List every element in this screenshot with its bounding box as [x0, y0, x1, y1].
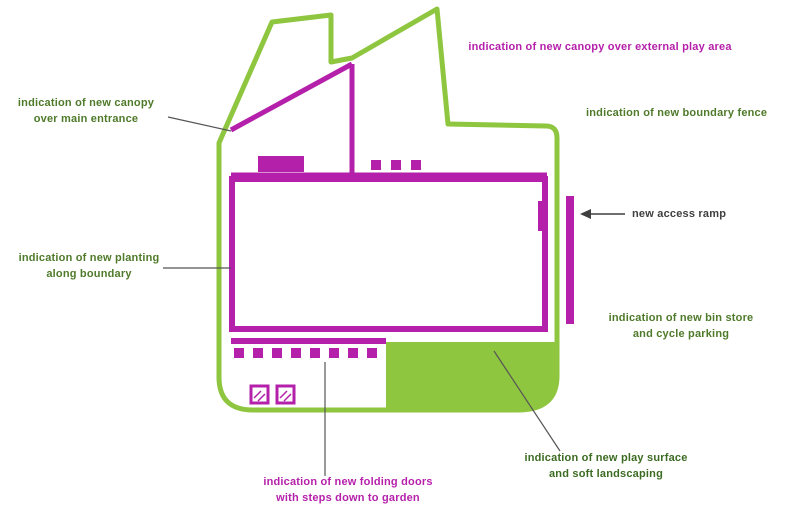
label-canopy-roof: indication of new canopy over external p…: [465, 40, 735, 56]
side-door-marker: [538, 201, 546, 231]
label-play-surface-line1: indication of new play surface: [524, 452, 688, 464]
site-boundary-outline: [216, 6, 560, 413]
play-area-fill: [386, 342, 557, 410]
label-canopy-roof-line1: indication of new canopy over external p…: [468, 41, 732, 53]
label-planting-line1: indication of new planting: [18, 252, 160, 264]
label-planting: indication of new planting along boundar…: [8, 251, 170, 283]
label-bin-store-line2: and cycle parking: [632, 327, 730, 340]
leader-line-play-surface: [493, 350, 561, 452]
label-boundary-fence-line1: indication of new boundary fence: [586, 107, 768, 119]
label-boundary-fence: indication of new boundary fence: [586, 106, 768, 122]
label-entrance-canopy: indication of new canopy over main entra…: [0, 96, 172, 128]
door-leaf-marker: [310, 348, 320, 358]
label-folding-doors-line2: with steps down to garden: [276, 491, 420, 504]
door-leaf-marker: [291, 348, 301, 358]
label-play-surface-line2: and soft landscaping: [548, 467, 663, 480]
rooflight-symbol: [249, 384, 270, 405]
column-marker: [371, 160, 381, 170]
label-ramp: new access ramp: [632, 207, 772, 223]
door-leaf-marker: [367, 348, 377, 358]
label-bin-store-line1: indication of new bin store: [608, 312, 754, 324]
door-leaf-marker: [329, 348, 339, 358]
column-marker: [391, 160, 401, 170]
entrance-step-block: [258, 156, 304, 172]
arrowhead-ramp: [580, 209, 591, 219]
label-entrance-canopy-line1: indication of new canopy: [17, 97, 155, 109]
label-folding-doors: indication of new folding doors with ste…: [250, 475, 446, 507]
label-ramp-line1: new access ramp: [632, 208, 727, 220]
label-folding-doors-line1: indication of new folding doors: [263, 476, 433, 488]
label-bin-store: indication of new bin store and cycle pa…: [602, 311, 760, 343]
column-marker: [411, 160, 421, 170]
rooflight-symbol: [275, 384, 296, 405]
main-building-outline: [229, 176, 548, 332]
door-leaf-marker: [253, 348, 263, 358]
door-leaf-marker: [272, 348, 282, 358]
roof-diagonal-line: [229, 61, 354, 133]
access-ramp-bar: [566, 196, 574, 324]
door-leaf-marker: [234, 348, 244, 358]
label-play-surface: indication of new play surface and soft …: [512, 451, 700, 483]
door-leaf-marker: [348, 348, 358, 358]
label-planting-line2: along boundary: [46, 267, 132, 280]
label-entrance-canopy-line2: over main entrance: [33, 112, 139, 125]
leader-line-entrance-canopy: [167, 116, 232, 132]
